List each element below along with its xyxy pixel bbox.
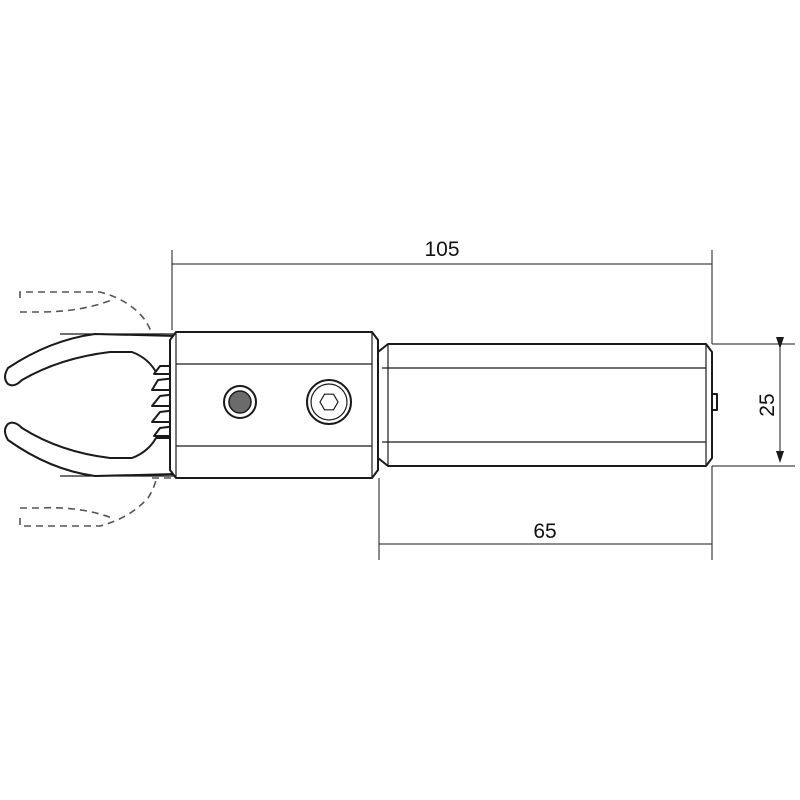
diameter-dimension: 25 xyxy=(712,337,795,467)
shaft-length-dimension: 65 xyxy=(378,466,713,560)
hex-socket-screw-icon xyxy=(306,379,352,425)
round-pin-icon xyxy=(223,385,257,419)
overall-length-dimension: 105 xyxy=(171,238,713,344)
upper-jaw xyxy=(4,333,177,387)
diameter-label: 25 xyxy=(756,393,779,416)
lower-jaw xyxy=(4,421,177,477)
gripper-head-body xyxy=(169,331,379,479)
shaft-body xyxy=(377,343,718,467)
shaft-length-label: 65 xyxy=(533,520,556,543)
overall-length-label: 105 xyxy=(424,238,459,261)
